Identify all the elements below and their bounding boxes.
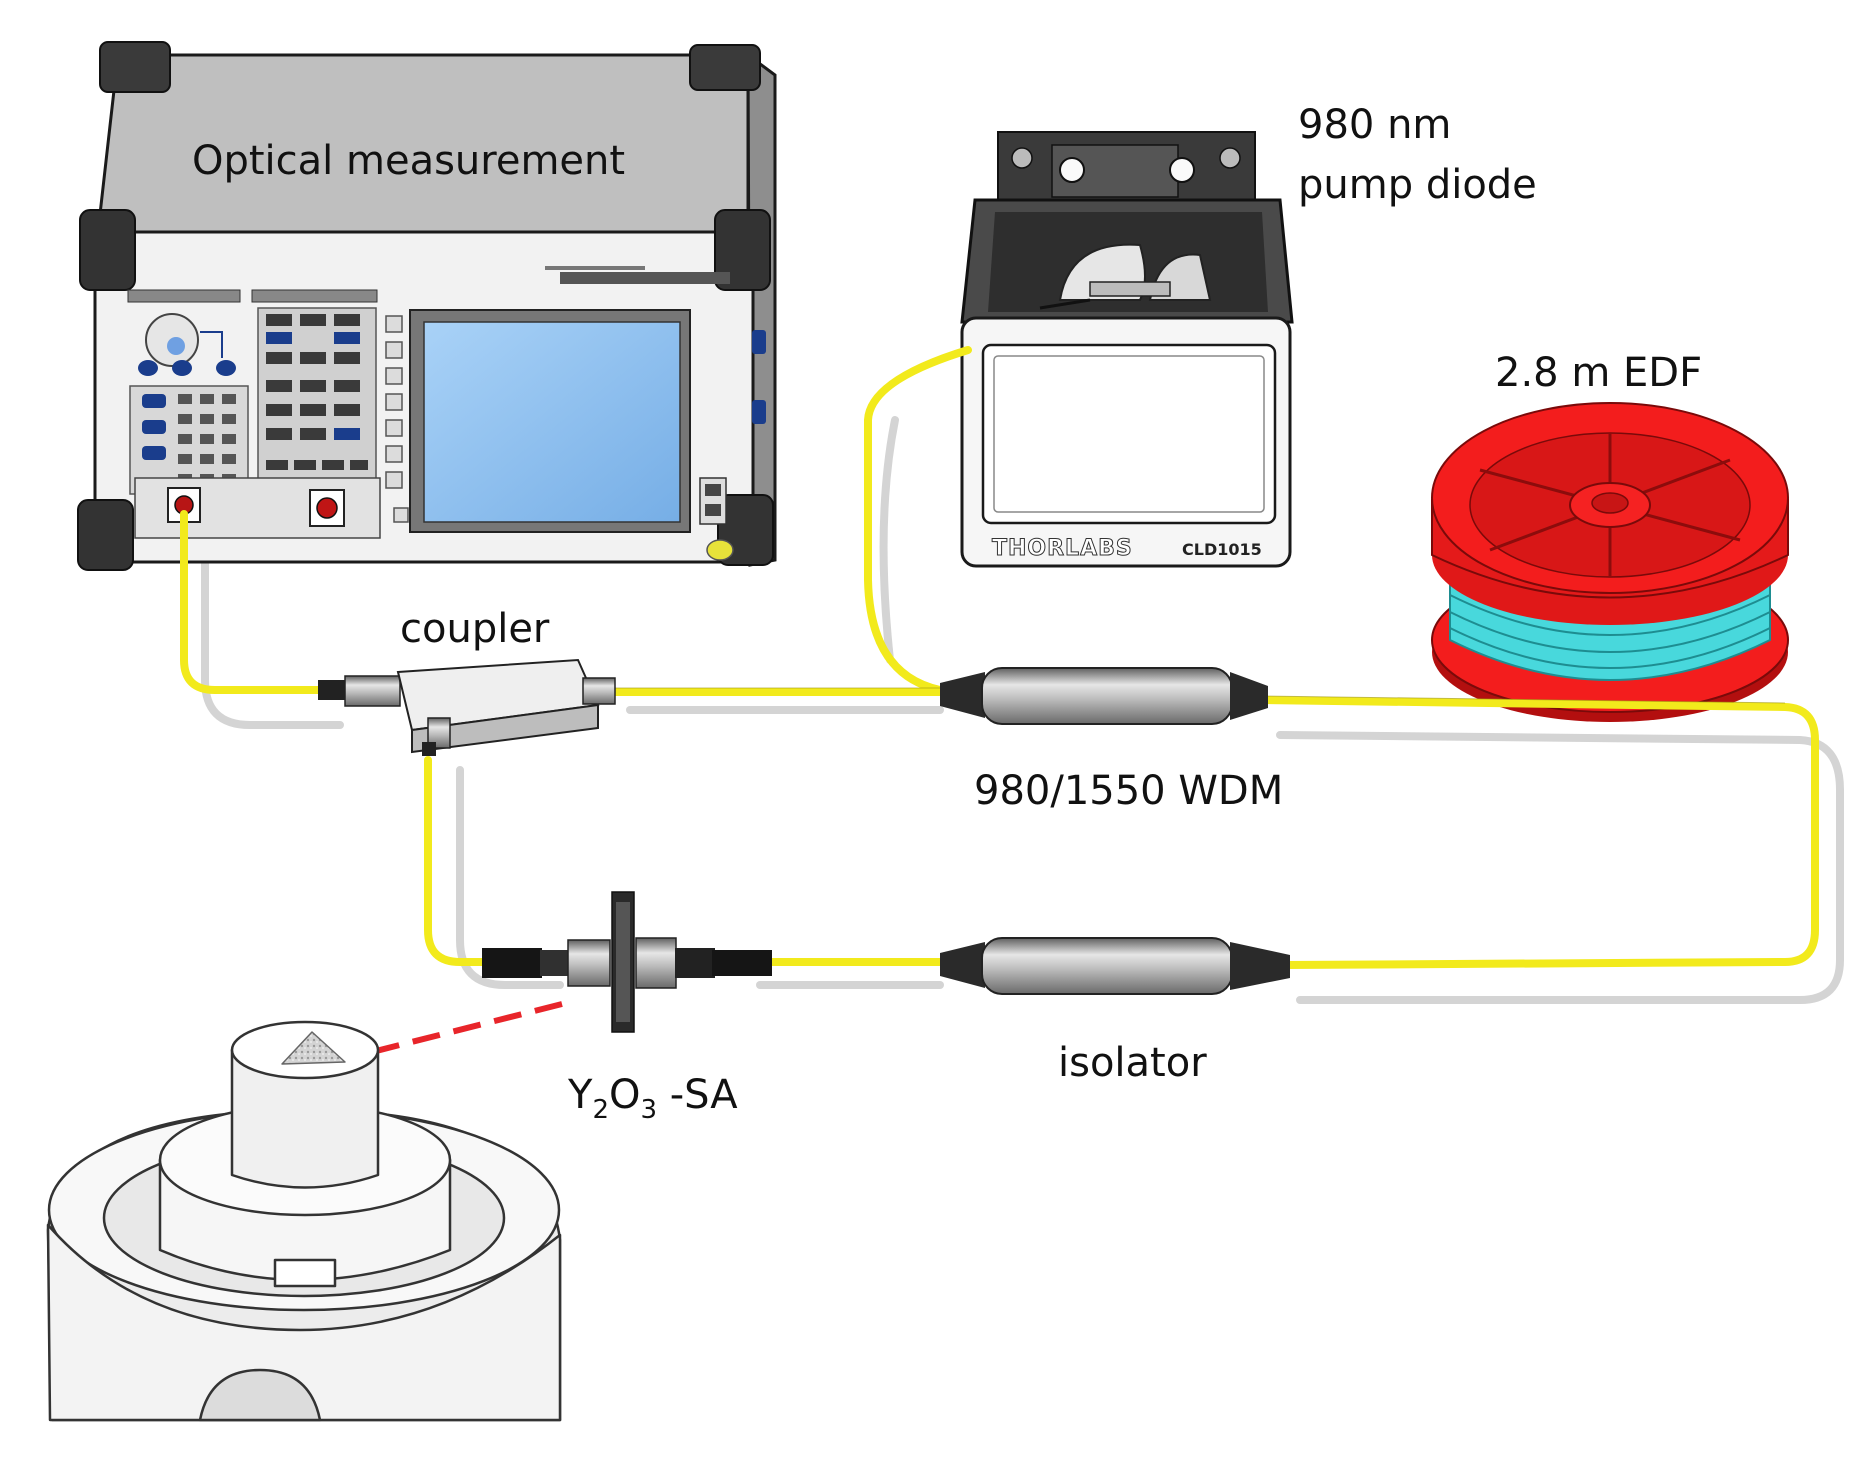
pump-diode-mount [960, 131, 1294, 568]
isolator-label: isolator [1058, 1040, 1207, 1086]
edf-spool [1431, 402, 1789, 722]
sa-label-suffix: -SA [657, 1072, 738, 1118]
isolator-device [940, 937, 1290, 995]
sa-label-sub2: 3 [640, 1095, 658, 1125]
wdm-device [940, 667, 1268, 725]
sa-connector [482, 891, 772, 1033]
wdm-label: 980/1550 WDM [974, 768, 1284, 814]
saturable-absorber-label: Y2O3 -SA [568, 1072, 738, 1123]
pump-diode-label-line1: 980 nm [1298, 102, 1452, 148]
device-model-text: CLD1015 [1182, 540, 1262, 559]
fiber-paths [180, 346, 1819, 969]
sa-label-y: Y [568, 1072, 593, 1118]
optical-measurement-unit [77, 41, 777, 571]
sa-label-o: O [608, 1072, 641, 1118]
pump-diode-label-line2: pump diode [1298, 162, 1537, 208]
coupler-device [318, 658, 616, 756]
fiber-outline [612, 687, 1786, 704]
sa-label-sub1: 2 [592, 1095, 609, 1125]
edf-label: 2.8 m EDF [1495, 350, 1703, 396]
ferrule-holder [46, 1020, 562, 1422]
optical-measurement-label: Optical measurement [192, 138, 626, 184]
coupler-label: coupler [400, 606, 550, 652]
thorlabs-logo: THORLABS [992, 536, 1133, 562]
